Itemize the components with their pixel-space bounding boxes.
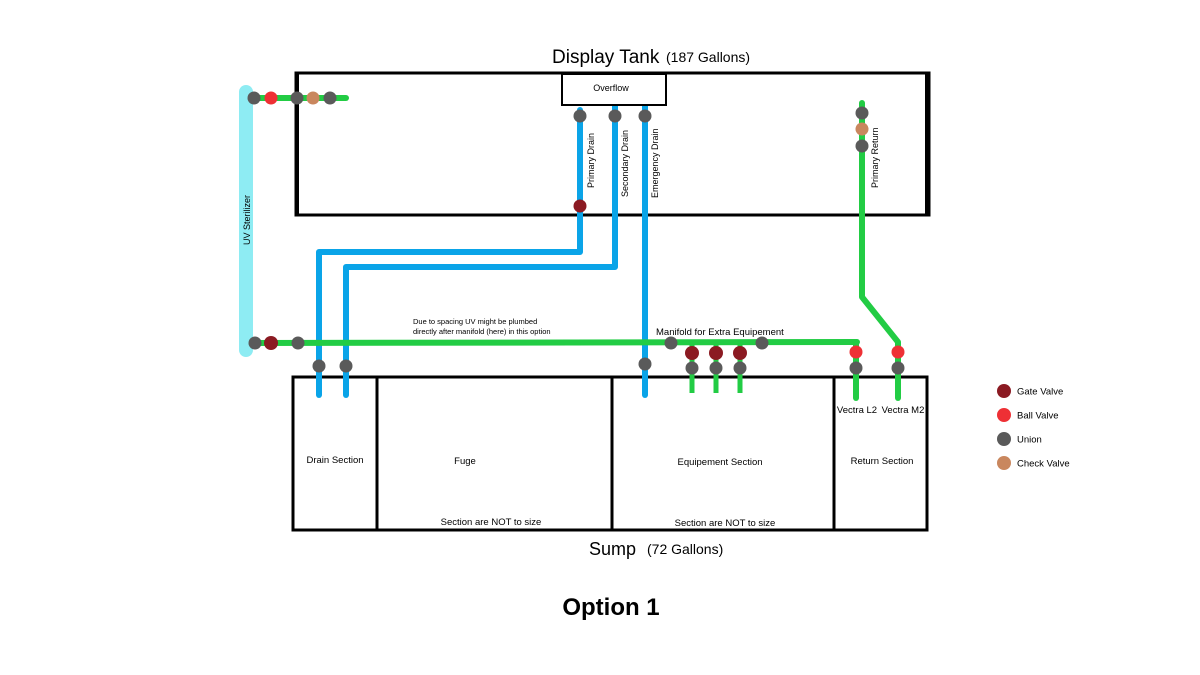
- union-fitting: [291, 336, 305, 350]
- union-fitting: [891, 361, 905, 375]
- check-valve-fitting: [306, 91, 320, 105]
- primary-return-label: Primary Return: [870, 127, 880, 188]
- uv-note-line1: Due to spacing UV might be plumbed: [413, 317, 537, 326]
- overflow-label: Overflow: [593, 83, 629, 93]
- display-tank-volume: (187 Gallons): [666, 49, 750, 65]
- secondary-drain-pipe: [343, 103, 618, 398]
- ball-valve-fitting: [849, 345, 863, 359]
- legend-swatch: [997, 408, 1011, 422]
- legend-label: Union: [1017, 435, 1042, 446]
- return-section-label: Return Section: [851, 456, 914, 467]
- union-fitting: [685, 361, 699, 375]
- union-fitting: [573, 109, 587, 123]
- union-fitting: [638, 357, 652, 371]
- equipment-section-label: Equipement Section: [677, 457, 762, 468]
- union-fitting: [849, 361, 863, 375]
- fuge-section-label: Fuge: [454, 456, 476, 467]
- legend-label: Check Valve: [1017, 459, 1070, 470]
- emergency-drain-label: Emergency Drain: [650, 128, 660, 198]
- uv-note-line2: directly after manifold (here) in this o…: [413, 327, 551, 336]
- union-fitting: [608, 109, 622, 123]
- ball-valve-fitting: [891, 345, 905, 359]
- union-fitting: [323, 91, 337, 105]
- gate-valve-fitting: [733, 346, 747, 360]
- union-fitting: [339, 359, 353, 373]
- legend-label: Ball Valve: [1017, 411, 1059, 422]
- overflow-box: [561, 73, 667, 106]
- legend-swatch: [997, 432, 1011, 446]
- union-fitting: [664, 336, 678, 350]
- primary-drain-pipe: [316, 107, 583, 398]
- equipment-not-to-size: Section are NOT to size: [675, 518, 776, 529]
- gate-valve-fitting: [685, 346, 699, 360]
- fittings: [247, 91, 905, 375]
- display-tank-title: Display Tank: [552, 47, 660, 68]
- gate-valve-fitting: [709, 346, 723, 360]
- union-fitting: [638, 109, 652, 123]
- vectra-m2-label: Vectra M2: [882, 405, 925, 416]
- sump-title: Sump: [589, 539, 636, 559]
- display-tank-right-edge: [925, 73, 930, 215]
- option-caption: Option 1: [562, 594, 659, 621]
- sump-volume: (72 Gallons): [647, 541, 723, 557]
- union-fitting: [733, 361, 747, 375]
- union-fitting: [709, 361, 723, 375]
- legend-label: Gate Valve: [1017, 387, 1063, 398]
- vectra-l2-label: Vectra L2: [837, 405, 877, 416]
- legend-swatch: [997, 456, 1011, 470]
- display-tank-left-edge: [295, 73, 299, 215]
- union-fitting: [755, 336, 769, 350]
- ball-valve-fitting: [264, 91, 278, 105]
- union-fitting: [248, 336, 262, 350]
- uv-sterilizer-label: UV Sterilizer: [242, 195, 252, 245]
- primary-drain-label: Primary Drain: [586, 133, 596, 188]
- manifold-label: Manifold for Extra Equipement: [656, 327, 784, 338]
- fuge-not-to-size: Section are NOT to size: [441, 517, 542, 528]
- union-fitting: [855, 139, 869, 153]
- gate-valve-fitting: [573, 199, 587, 213]
- legend-swatch: [997, 384, 1011, 398]
- sump-box: [291, 375, 929, 532]
- check-valve-fitting: [855, 122, 869, 136]
- gate-valve-fitting: [264, 336, 278, 350]
- union-fitting: [290, 91, 304, 105]
- union-fitting: [855, 106, 869, 120]
- union-fitting: [247, 91, 261, 105]
- drain-section-label: Drain Section: [306, 455, 363, 466]
- union-fitting: [312, 359, 326, 373]
- secondary-drain-label: Secondary Drain: [620, 130, 630, 197]
